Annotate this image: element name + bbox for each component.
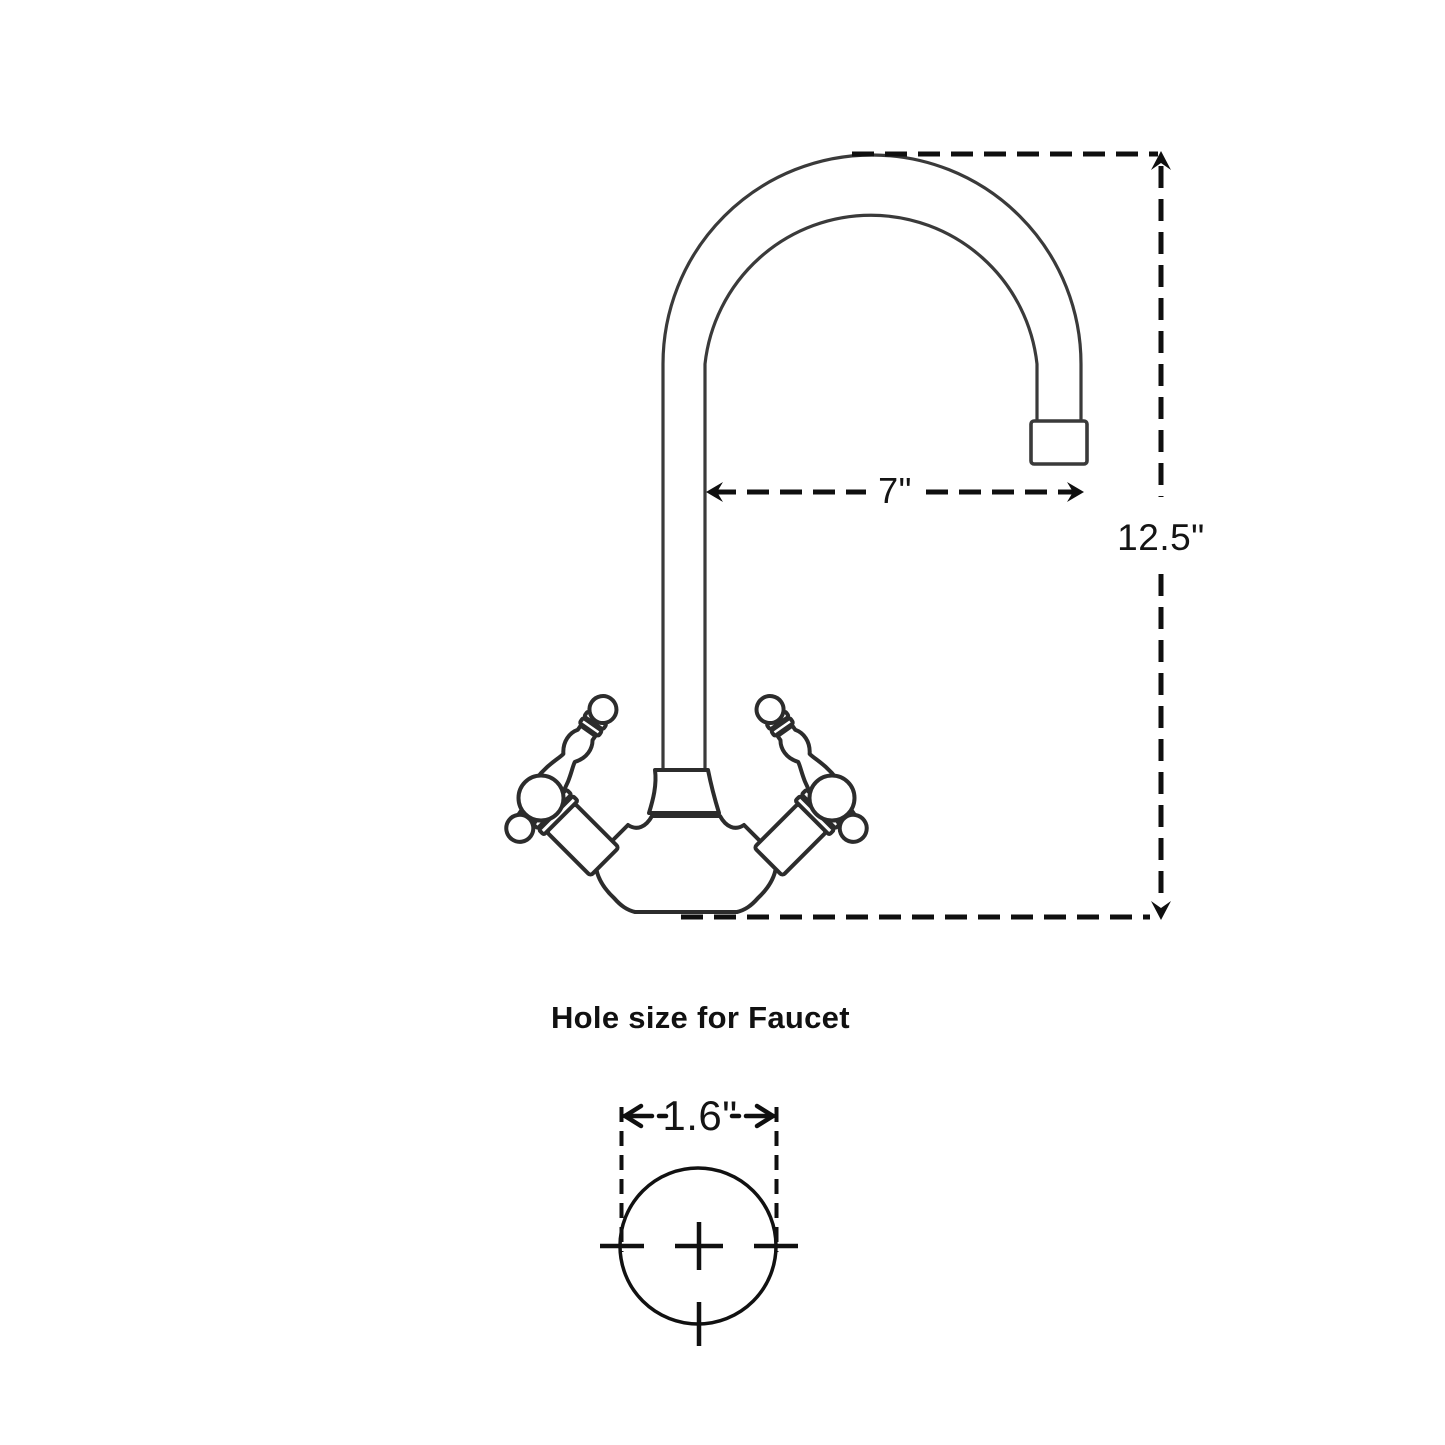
hole-diameter-label: 1.6" <box>662 1092 738 1139</box>
hole-dimension-arrows <box>620 1103 778 1129</box>
height-dimension-line <box>681 151 1171 920</box>
hole-quadrant-ticks <box>600 1243 798 1346</box>
right-arrow <box>1067 482 1084 502</box>
up-arrow <box>1151 151 1171 170</box>
faucet-base-body <box>594 814 778 914</box>
spout-reach-label: 7" <box>878 470 912 511</box>
hole-size-title: Hole size for Faucet <box>551 1000 850 1035</box>
hole-center-mark <box>675 1222 723 1270</box>
spout-aerator <box>1029 419 1089 466</box>
handle-sphere <box>516 773 566 823</box>
handle-tip-ball <box>587 694 619 726</box>
gooseneck-spout <box>661 153 1083 774</box>
down-arrow <box>1151 901 1171 920</box>
overall-height-label: 12.5" <box>1117 517 1205 558</box>
left-arrow <box>706 482 723 502</box>
hole-diagram <box>600 1103 798 1346</box>
left-handle-assembly <box>504 694 620 877</box>
spout-collar <box>647 768 721 815</box>
right-handle-assembly <box>748 687 876 881</box>
reach-dimension-line <box>706 482 1084 502</box>
